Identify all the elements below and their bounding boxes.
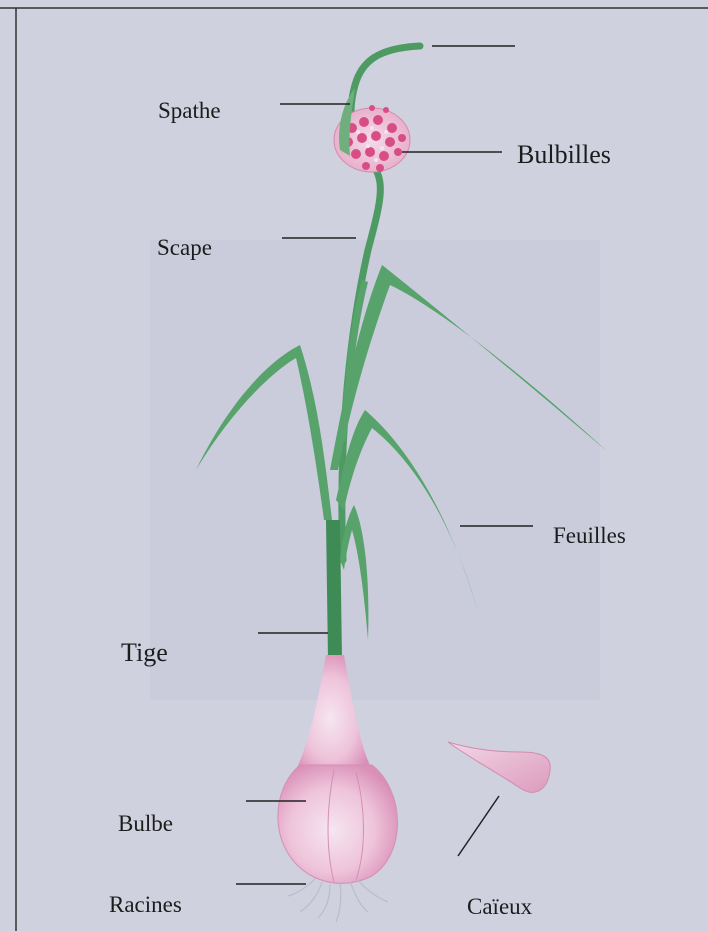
label-bulbe: Bulbe [118, 812, 173, 835]
label-feuilles: Feuilles [553, 524, 626, 547]
label-racines: Racines [109, 893, 182, 916]
label-scape: Scape [157, 236, 212, 259]
stem [326, 520, 342, 660]
label-caieux: Caïeux [467, 895, 532, 918]
flower-head [334, 88, 410, 172]
clove-caieux [448, 742, 550, 792]
label-bulbilles: Bulbilles [517, 142, 611, 168]
label-tige: Tige [121, 640, 168, 666]
leader-caieux [458, 796, 499, 856]
label-spathe: Spathe [158, 99, 221, 122]
bulb-body [278, 765, 398, 883]
